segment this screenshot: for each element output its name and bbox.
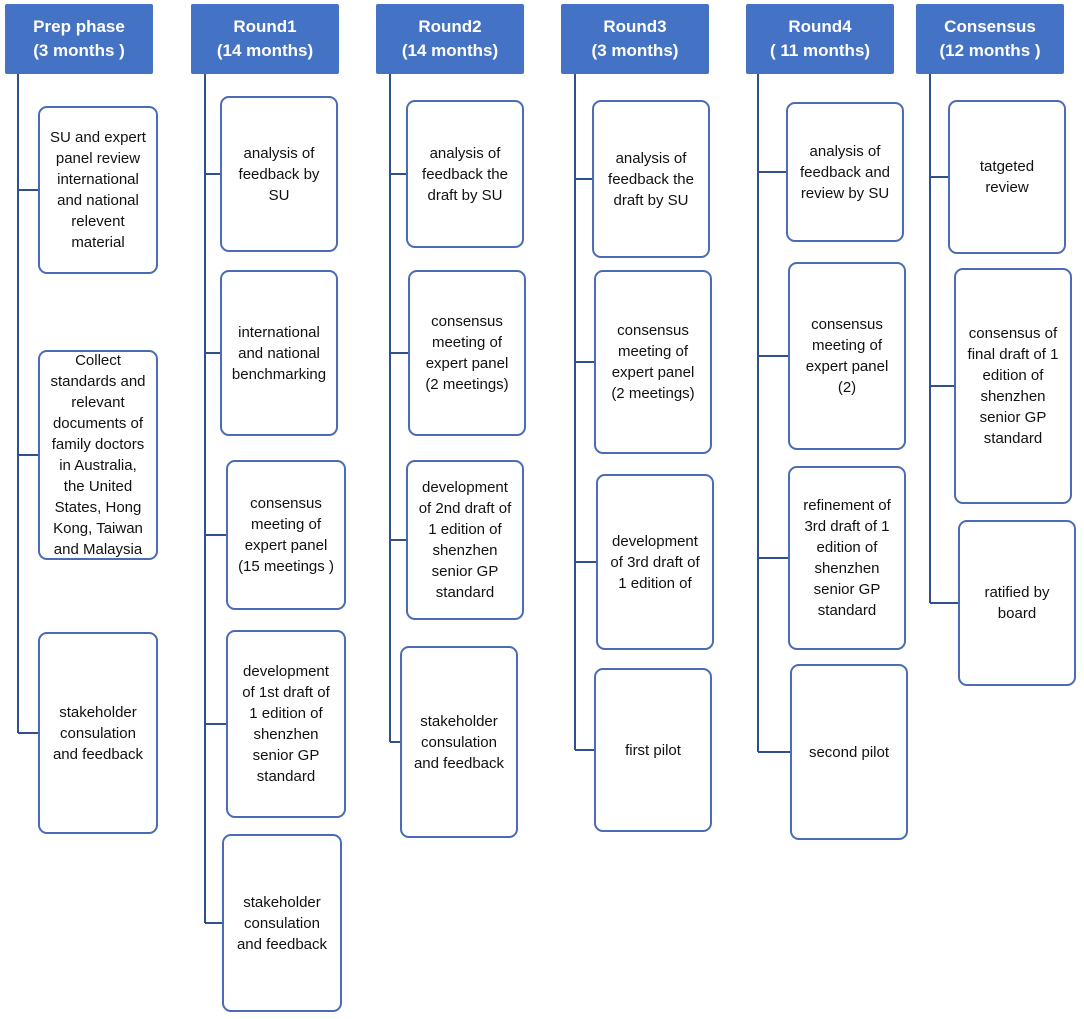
step-box-2-2: international and national benchmarking [220, 270, 338, 436]
phase-duration: (3 months) [591, 41, 679, 60]
phase-title: Round4 [788, 17, 852, 36]
step-box-5-4: second pilot [790, 664, 908, 840]
phase-header-2: Round1 (14 months) [191, 4, 339, 74]
phase-header-3: Round2 (14 months) [376, 4, 524, 74]
phase-duration: (14 months) [216, 41, 314, 60]
phase-title: Round2 [418, 17, 482, 36]
phase-duration: ( 11 months) [769, 41, 871, 60]
phase-title: Consensus [944, 17, 1036, 36]
phase-header-6: Consensus (12 months ) [916, 4, 1064, 74]
step-box-3-2: consensus meeting of expert panel (2 mee… [408, 270, 526, 436]
step-box-3-1: analysis of feedback the draft by SU [406, 100, 524, 248]
phase-header-1: Prep phase (3 months ) [5, 4, 153, 74]
phase-duration: (14 months) [401, 41, 499, 60]
step-box-6-1: tatgeted review [948, 100, 1066, 254]
step-box-4-1: analysis of feedback the draft by SU [592, 100, 710, 258]
phase-title: Round3 [603, 17, 667, 36]
step-box-4-3: development of 3rd draft of 1 edition of [596, 474, 714, 650]
step-box-6-2: consensus of final draft of 1 edition of… [954, 268, 1072, 504]
phase-title: Prep phase [33, 17, 125, 36]
phase-duration: (12 months ) [939, 41, 1041, 60]
step-box-1-3: stakeholder consulation and feedback [38, 632, 158, 834]
step-box-1-2: Collect standards and relevant documents… [38, 350, 158, 560]
phase-header-5: Round4 ( 11 months) [746, 4, 894, 74]
phase-duration: (3 months ) [33, 41, 125, 60]
phase-header-4: Round3 (3 months) [561, 4, 709, 74]
step-box-2-3: consensus meeting of expert panel (15 me… [226, 460, 346, 610]
step-box-5-1: analysis of feedback and review by SU [786, 102, 904, 242]
step-box-6-3: ratified by board [958, 520, 1076, 686]
step-box-5-3: refinement of 3rd draft of 1 edition of … [788, 466, 906, 650]
step-box-3-3: development of 2nd draft of 1 edition of… [406, 460, 524, 620]
step-box-5-2: consensus meeting of expert panel (2) [788, 262, 906, 450]
step-box-3-4: stakeholder consulation and feedback [400, 646, 518, 838]
phase-title: Round1 [233, 17, 297, 36]
step-box-4-4: first pilot [594, 668, 712, 832]
step-box-2-5: stakeholder consulation and feedback [222, 834, 342, 1012]
step-box-1-1: SU and expert panel review international… [38, 106, 158, 274]
step-box-2-4: development of 1st draft of 1 edition of… [226, 630, 346, 818]
step-box-4-2: consensus meeting of expert panel (2 mee… [594, 270, 712, 454]
step-box-2-1: analysis of feedback by SU [220, 96, 338, 252]
